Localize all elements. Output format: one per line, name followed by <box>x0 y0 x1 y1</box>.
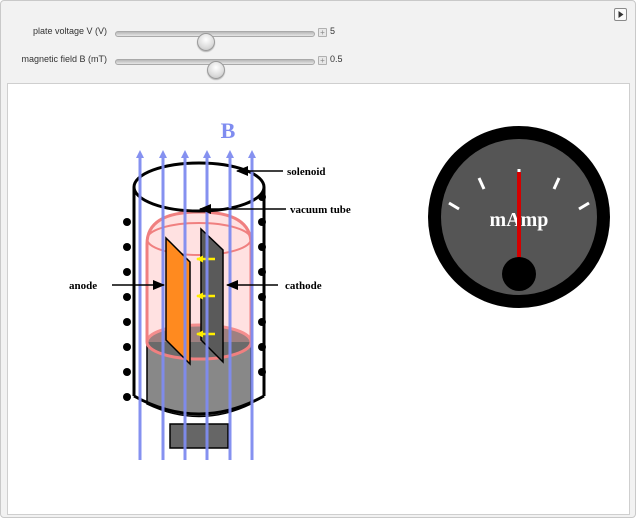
cathode-label: cathode <box>285 280 322 292</box>
magnetic-field-slider[interactable] <box>115 59 315 79</box>
plate-voltage-slider-thumb[interactable] <box>197 33 216 51</box>
ammeter-pivot <box>502 257 536 291</box>
magnetic-field-slider-thumb[interactable] <box>207 61 225 79</box>
magnetron-diagram: B <box>69 118 610 460</box>
anode-label: anode <box>69 280 97 292</box>
magnetic-field-expand-icon[interactable]: + <box>318 56 327 65</box>
simulation-canvas: B <box>7 83 630 515</box>
solenoid-windings <box>123 193 266 401</box>
plate-voltage-label: plate voltage V (V) <box>32 26 107 36</box>
plate-voltage-value: 5 <box>330 26 336 36</box>
control-panel: plate voltage V (V) + 5 magnetic field B… <box>1 1 635 81</box>
callout-arrows <box>112 166 286 290</box>
magnetic-field-lines <box>136 150 256 460</box>
options-menu-button[interactable] <box>614 8 627 21</box>
magnetic-field-control: magnetic field B (mT) + 0.5 <box>1 51 635 79</box>
plate-voltage-slider[interactable] <box>115 31 315 51</box>
tube-base <box>145 323 253 449</box>
magnetic-field-label: magnetic field B (mT) <box>21 54 107 64</box>
field-b-label: B <box>221 118 236 143</box>
magnetic-field-value: 0.5 <box>330 54 343 64</box>
plate-voltage-control: plate voltage V (V) + 5 <box>1 23 635 51</box>
solenoid-label: solenoid <box>287 166 326 178</box>
vacuum-tube-label: vacuum tube <box>290 204 351 216</box>
plate-voltage-expand-icon[interactable]: + <box>318 28 327 37</box>
ammeter-gauge: mAmp <box>428 126 610 308</box>
play-triangle-icon <box>618 11 624 18</box>
